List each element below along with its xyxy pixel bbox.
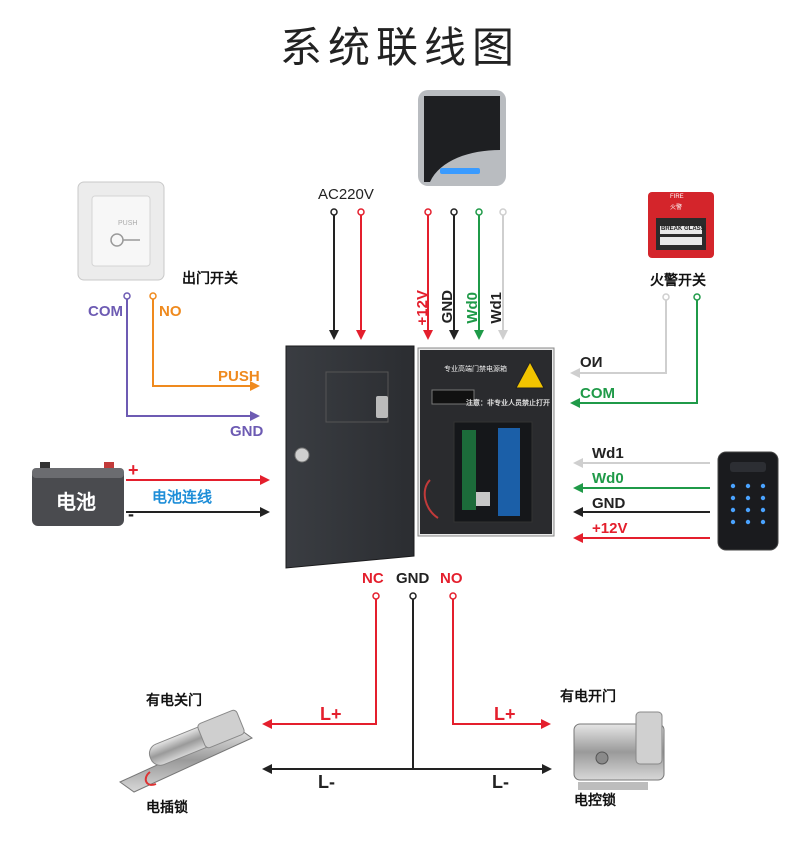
top-wd0-label: Wd0 [464,292,481,324]
exit-button-name: 出门开关 [182,271,238,287]
keypad-key [730,495,736,501]
keypad-key [745,507,751,513]
power-box-header: 专业高端门禁电源箱 [444,366,507,373]
electric-bolt-lock-device [119,709,253,793]
exit-button-device [77,181,165,281]
card-reader-device [418,90,506,186]
battery-name: 电池 [56,490,96,514]
lock-wires [262,592,552,774]
top-wd1-label: Wd1 [488,292,505,324]
keypad-gnd-label: GND [592,495,626,512]
exit-button-wires [123,292,260,421]
keypad-key [745,495,751,501]
keypad-key [745,519,751,525]
right-lock-bottom-label: 电控锁 [574,793,616,809]
top-plus12v-label: +12V [414,290,431,326]
right-lock-top-label: 有电开门 [560,689,616,705]
electric-rim-lock-device [573,711,665,790]
left-lminus-label: L- [318,772,335,792]
power-box-notice: 注意：非专业人员禁止打开 [466,400,550,407]
keypad-key [760,507,766,513]
fire-alarm-wires [570,293,701,408]
top-gnd-label: GND [439,290,456,324]
gnd-wire-label: GND [230,423,264,440]
keypad-key [745,483,751,489]
exit-button-no-label: NO [159,303,182,320]
left-lock-top-label: 有电关门 [146,693,202,709]
keypad-wd1-label: Wd1 [592,445,624,462]
keypad-key [760,483,766,489]
power-supply-box [285,345,555,569]
battery-device [32,462,124,526]
fire-alarm-name: 火警开关 [650,273,706,289]
left-lock-bottom-label: 电插锁 [146,800,188,816]
keypad-plus12v-label: +12V [592,520,628,537]
fire-alarm-no-label: NO [580,354,603,371]
keypad-key [760,519,766,525]
keypad-key [730,519,736,525]
battery-connection-label: 电池连线 [152,488,213,506]
exit-button-com-label: COM [88,303,123,320]
fire-alarm-device-text-3: BREAK GLASS [661,226,705,232]
lock-gnd-label: GND [396,570,430,587]
diagram-title: 系统联线图 [279,23,520,72]
no-label: NO [440,570,463,587]
battery-minus-label: - [128,504,134,524]
push-wire-label: PUSH [218,368,260,385]
fire-alarm-device [648,192,714,258]
keypad-buttons [730,483,766,525]
ac220v-label: AC220V [318,186,374,203]
keypad-key [730,507,736,513]
battery-wires [126,475,270,517]
right-lminus-label: L- [492,772,509,792]
fire-alarm-device-text-1: FIRE [670,194,684,200]
left-lplus-label: L+ [320,704,342,724]
top-wires [329,208,508,340]
battery-plus-label: + [128,460,139,480]
fire-alarm-device-text-2: 火警 [670,205,683,211]
fire-alarm-com-label: COM [580,385,615,402]
keypad-wd0-label: Wd0 [592,470,624,487]
nc-label: NC [362,570,384,587]
exit-button-device-text: PUSH [118,220,138,227]
keypad-key [760,495,766,501]
right-lplus-label: L+ [494,704,516,724]
keypad-key [730,483,736,489]
keypad-wires [573,458,710,543]
keypad-device [717,451,779,551]
